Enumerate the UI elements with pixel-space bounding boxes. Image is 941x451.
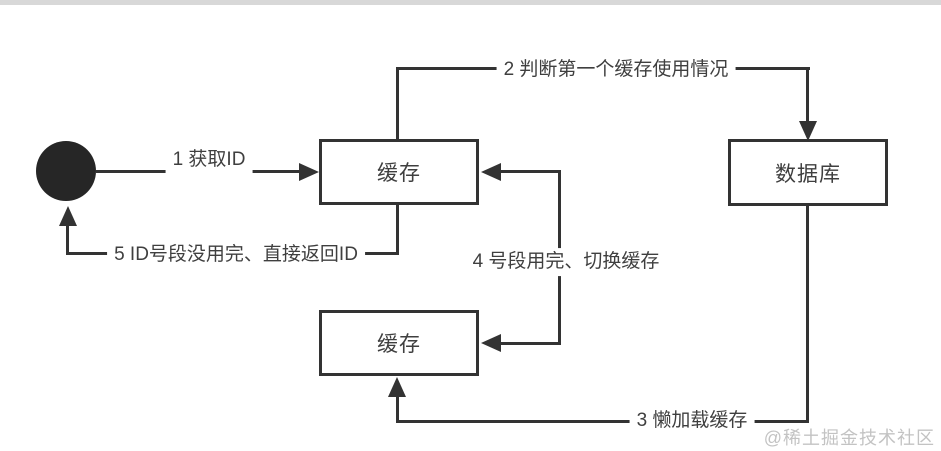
edge3-line — [396, 396, 399, 423]
top-border-bar — [0, 0, 941, 5]
database-node: 数据库 — [728, 139, 888, 206]
arrowhead-left-icon — [481, 163, 501, 181]
edge3-line — [806, 204, 809, 423]
edge5-line — [66, 226, 69, 254]
arrowhead-left-icon — [481, 334, 501, 352]
database-label: 数据库 — [775, 162, 841, 186]
edge3-line — [396, 420, 809, 423]
arrowhead-up-icon — [59, 206, 77, 226]
edge2-line — [806, 67, 809, 122]
edge5-label: 5 ID号段没用完、直接返回ID — [107, 241, 365, 269]
edge1-label: 1 获取ID — [165, 146, 253, 174]
actor-node — [36, 141, 96, 201]
arrowhead-up-icon — [388, 377, 406, 397]
cache-top-label: 缓存 — [377, 162, 421, 185]
arrowhead-down-icon — [799, 121, 817, 141]
cache-top-node: 缓存 — [319, 139, 479, 205]
watermark-text: @稀土掘金技术社区 — [763, 428, 935, 448]
cache-bottom-node: 缓存 — [319, 310, 479, 376]
edge3-label: 3 懒加载缓存 — [629, 407, 755, 435]
edge5-line — [396, 203, 399, 255]
edge4-line — [499, 342, 561, 345]
edge2-line — [396, 67, 399, 141]
edge4-label: 4 号段用完、切换缓存 — [465, 248, 667, 276]
arrowhead-right-icon — [299, 163, 319, 181]
edge2-label: 2 判断第一个缓存使用情况 — [496, 56, 736, 84]
cache-bottom-label: 缓存 — [377, 333, 421, 356]
edge4-line — [499, 170, 561, 173]
